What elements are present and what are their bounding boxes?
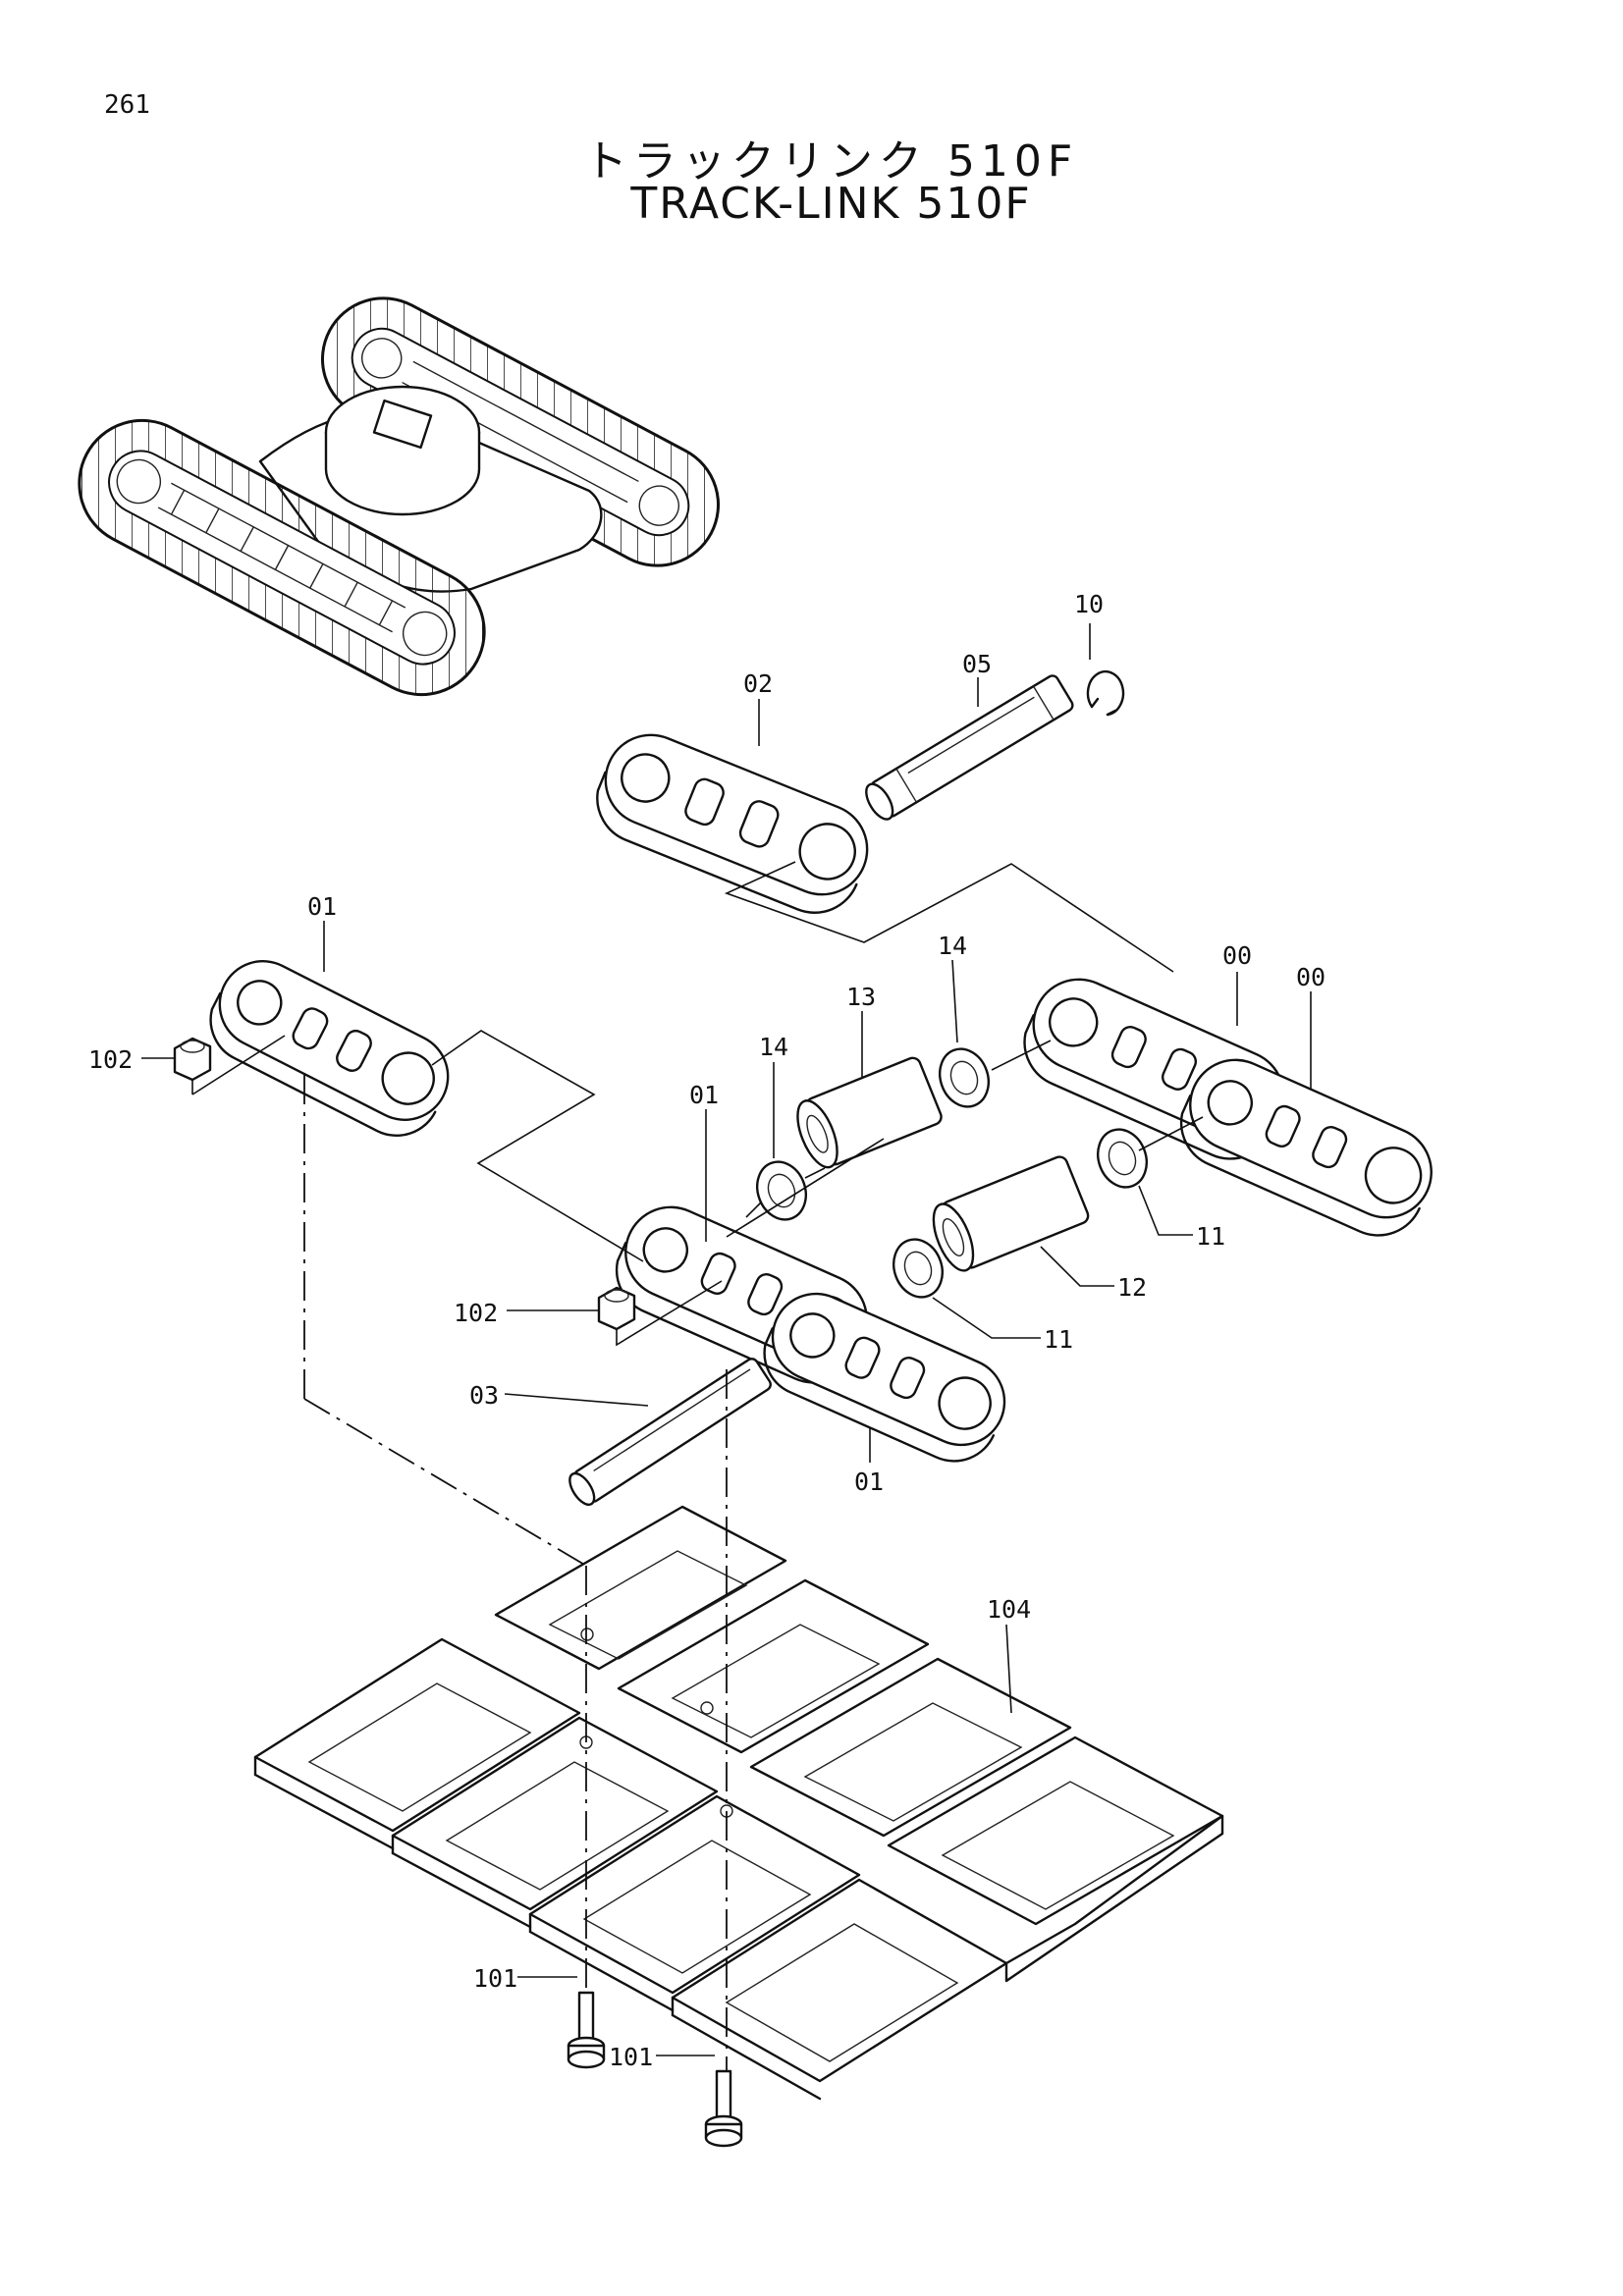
callout-01: 01 <box>689 1081 719 1109</box>
callout-102: 102 <box>454 1299 498 1327</box>
track-shoe <box>749 1657 1072 1838</box>
callout-10: 10 <box>1074 590 1104 618</box>
callout-14: 14 <box>938 932 967 960</box>
callout-101: 101 <box>473 1964 517 1993</box>
seal-ring-lower-right <box>1097 1128 1148 1189</box>
callout-102: 102 <box>88 1045 133 1074</box>
callout-14: 14 <box>759 1033 788 1061</box>
callout-01: 01 <box>854 1468 884 1496</box>
track-shoe-assembly <box>253 1505 1224 2101</box>
track-shoe <box>617 1578 930 1754</box>
callout-01: 01 <box>307 892 337 921</box>
bushing-upper <box>796 1056 943 1169</box>
shoe-bolt-upper <box>567 1991 606 2069</box>
track-link-left <box>209 960 450 1138</box>
callout-101: 101 <box>609 2043 653 2071</box>
callout-11: 11 <box>1044 1325 1073 1354</box>
title-japanese: トラックリンク 510F <box>583 136 1079 187</box>
page-number: 261 <box>104 90 150 120</box>
callout-leaders <box>141 623 1312 2056</box>
seal-ring-lower-left <box>893 1238 944 1299</box>
center-frame <box>258 385 603 593</box>
track-shoe <box>528 1794 861 2012</box>
assembly-guide-lines <box>191 861 1204 1347</box>
undercarriage-overview <box>78 296 721 697</box>
nut-center <box>597 1286 636 1331</box>
snap-ring <box>1086 669 1125 717</box>
crawler-track-front <box>78 418 486 697</box>
callout-11: 11 <box>1196 1222 1225 1251</box>
track-shoe <box>494 1505 787 1671</box>
seal-ring-upper-left <box>756 1160 807 1221</box>
callout-13: 13 <box>846 983 876 1011</box>
callout-05: 05 <box>962 650 992 678</box>
callout-12: 12 <box>1117 1273 1147 1302</box>
bushing-lower <box>932 1155 1090 1272</box>
track-shoe <box>391 1716 719 1929</box>
track-link-center-lower <box>763 1292 1006 1463</box>
callout-labels: 10 05 02 01 102 14 13 00 00 01 14 11 12 … <box>88 590 1325 2071</box>
master-link <box>596 733 869 914</box>
assembly-centerlines <box>303 1075 885 2071</box>
callout-00: 00 <box>1222 941 1252 970</box>
title-english: TRACK-LINK 510F <box>630 179 1032 229</box>
master-pin <box>865 674 1074 821</box>
track-shoe <box>253 1637 581 1850</box>
callout-104: 104 <box>987 1595 1031 1624</box>
callout-02: 02 <box>743 669 773 698</box>
track-link-right-lower <box>1179 1058 1433 1237</box>
callout-03: 03 <box>469 1381 499 1410</box>
track-pin <box>568 1358 772 1506</box>
nut-left <box>173 1037 212 1082</box>
seal-ring-upper-right <box>939 1047 990 1108</box>
shoe-bolt-lower <box>704 2069 743 2148</box>
track-shoe <box>1004 1814 1224 1983</box>
callout-00: 00 <box>1296 963 1325 991</box>
